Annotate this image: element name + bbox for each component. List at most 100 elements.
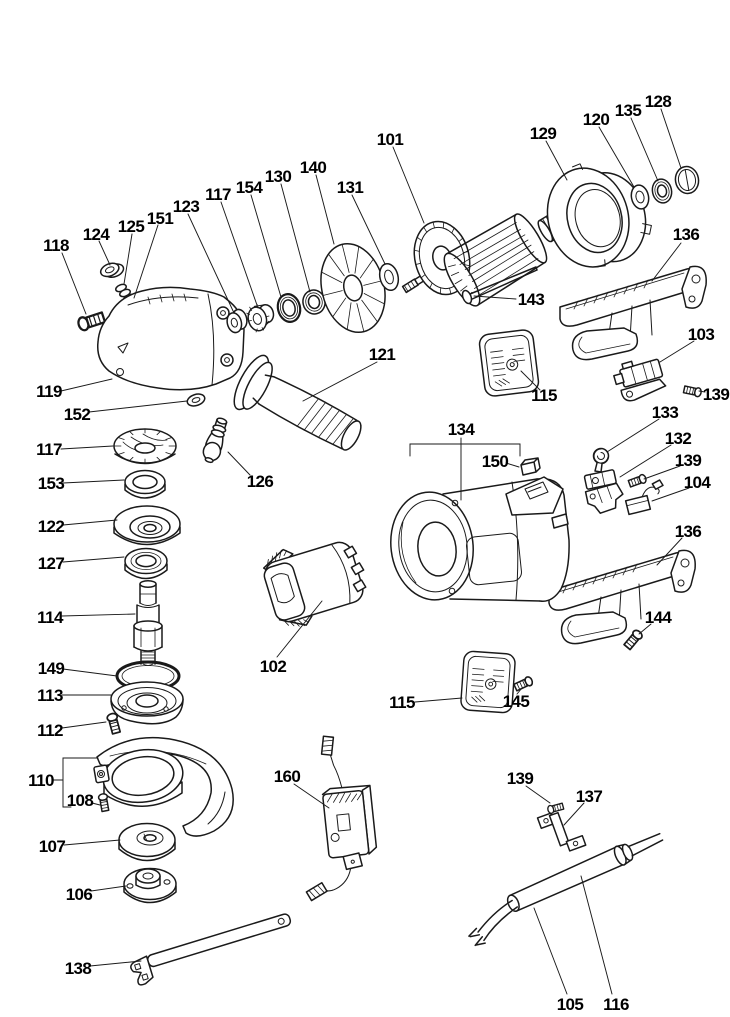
cord-set-drawing [468,832,664,947]
leader-112 [61,721,107,729]
callout-124: 124 [83,225,111,244]
callout-119: 119 [36,382,62,401]
washer-124-drawing [99,262,125,278]
leader-123 [187,213,235,314]
screw-139-brush-drawing [627,472,648,489]
bearing-cap-drawing [546,163,652,268]
leader-144 [638,623,652,635]
field-coil-drawing [262,541,367,627]
leader-139c [525,785,551,804]
callout-135: 135 [615,101,642,120]
backing-flange-drawing [118,822,176,862]
leader-150 [505,462,520,468]
callout-101: 101 [377,130,404,149]
callout-107: 107 [39,837,66,856]
callout-128: 128 [645,92,672,111]
callout-136-lower: 136 [675,522,702,541]
callout-122: 122 [38,517,65,536]
callout-112: 112 [37,721,63,740]
callout-123: 123 [173,197,200,216]
callout-125: 125 [118,217,145,236]
callout-110: 110 [28,771,54,790]
bearing-plate-drawing [110,681,184,725]
wheel-guard-drawing [93,737,234,837]
leader-107 [63,839,121,846]
leader-131 [351,194,386,265]
leader-124 [98,240,111,266]
leader-139a [698,390,706,393]
callout-130: 130 [265,167,292,186]
callout-118: 118 [43,236,69,255]
callout-144: 144 [645,608,673,627]
leader-117a [220,201,259,309]
callout-139-brush: 139 [675,451,702,470]
callout-113: 113 [37,686,63,705]
screw-145-drawing [512,674,535,693]
leader-129 [545,140,568,181]
leader-115a [520,370,541,391]
ring-153-drawing [124,469,166,499]
callout-121: 121 [369,345,396,364]
callout-154: 154 [236,178,264,197]
leader-135 [630,117,659,182]
leader-104 [651,487,690,502]
spindle-drawing [133,580,163,666]
callout-115-lower: 115 [389,693,415,712]
leader-117b [60,445,114,450]
leader-139b [643,465,681,480]
leader-105 [533,907,568,995]
leader-140 [315,174,335,245]
brush-holder-drawing [583,469,624,514]
screw-108-drawing [97,792,111,813]
fan-drawing [320,242,386,334]
leader-133 [606,418,660,453]
side-handle-drawing [233,354,362,451]
leader-134-bracket [409,437,521,501]
flange-cup-drawing [113,505,181,546]
callout-136-upper: 136 [673,225,700,244]
leader-120 [598,126,635,188]
callout-139-cord: 139 [507,769,534,788]
leader-116 [580,875,613,995]
sleeve-128-drawing [674,165,700,195]
leader-136b [656,537,683,566]
callout-153: 153 [38,474,65,493]
leader-136a [651,242,682,282]
leader-126 [227,451,251,476]
leader-114 [61,613,136,617]
callout-160: 160 [274,767,301,786]
pin-143-drawing [461,266,538,305]
washer-120-drawing [630,184,650,210]
switch-drawing [613,358,667,402]
callout-115-upper: 115 [531,386,557,405]
washer-131-drawing [378,262,400,292]
carbon-brush-drawing [624,479,664,516]
leader-128 [660,108,682,169]
spindle-lock-pin-drawing [202,417,228,464]
callout-137: 137 [576,787,603,806]
insert-block-drawing [520,457,541,476]
callout-132: 132 [665,429,692,448]
callout-145: 145 [503,692,530,711]
leader-118 [61,252,87,315]
leader-152 [88,400,188,413]
bearing-135-drawing [651,178,673,204]
leader-110-bracket [51,757,99,808]
callout-134: 134 [448,420,476,439]
callout-150: 150 [482,452,509,471]
callout-140: 140 [300,158,327,177]
leader-132 [619,444,672,478]
callout-105: 105 [557,995,584,1014]
leader-106 [90,885,127,892]
callout-139-switch: 139 [703,385,730,404]
leader-127 [62,556,125,563]
callout-126: 126 [247,472,274,491]
clamp-nut-drawing [123,867,177,904]
electronic-module-drawing [305,735,378,902]
leader-122 [62,519,118,526]
callout-131: 131 [337,178,364,197]
callout-106: 106 [66,885,93,904]
pinion-gear-drawing [246,303,275,333]
leader-119 [60,378,113,392]
